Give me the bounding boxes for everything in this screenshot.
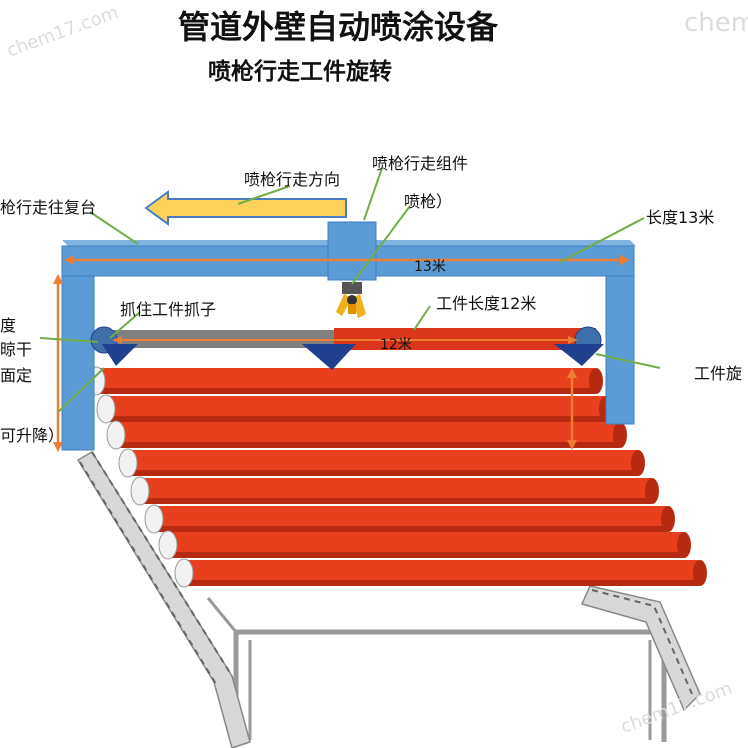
right-chain-conveyor [580,585,701,712]
support-table [206,597,667,742]
gripper-icon [102,344,604,370]
label-platform: 枪行走往复台 [0,198,97,217]
gun-carriage [327,221,377,281]
label-left-4: 可升降） [0,426,65,445]
pipe [118,448,645,478]
page-subtitle: 喷枪行走工件旋转 [208,58,392,85]
left-post [61,253,95,451]
dimension-lines [53,255,630,452]
pipe [96,394,613,424]
label-left-2: 晾干 [0,340,33,359]
pipe [174,558,707,588]
page-title: 管道外壁自动喷涂设备 [178,8,499,46]
watermark-top-right: chem [684,8,748,38]
spray-gun-icon [336,282,366,318]
pipes [86,366,707,588]
label-length-13: 长度13米 [646,208,715,227]
pipe [144,504,675,534]
label-rotate: 工件旋 [694,364,743,383]
label-left-1: 度 [0,316,17,335]
label-walk-direction: 喷枪行走方向 [244,170,341,189]
label-gun: 喷枪） [404,192,453,211]
label-left-3: 面定 [0,366,33,385]
label-work-dim: 12米 [380,337,412,353]
pipe [158,530,691,560]
left-chain-conveyor [76,450,251,748]
leader-lines [39,167,661,413]
pipe [106,420,627,450]
label-beam-13: 13米 [414,259,446,275]
right-post [605,253,635,425]
label-work-length: 工件长度12米 [436,294,537,313]
pipe [130,476,659,506]
label-walk-assembly: 喷枪行走组件 [372,154,469,173]
direction-arrow-icon [144,190,347,226]
pipe [86,366,603,396]
label-gripper: 抓住工件抓子 [120,300,217,319]
